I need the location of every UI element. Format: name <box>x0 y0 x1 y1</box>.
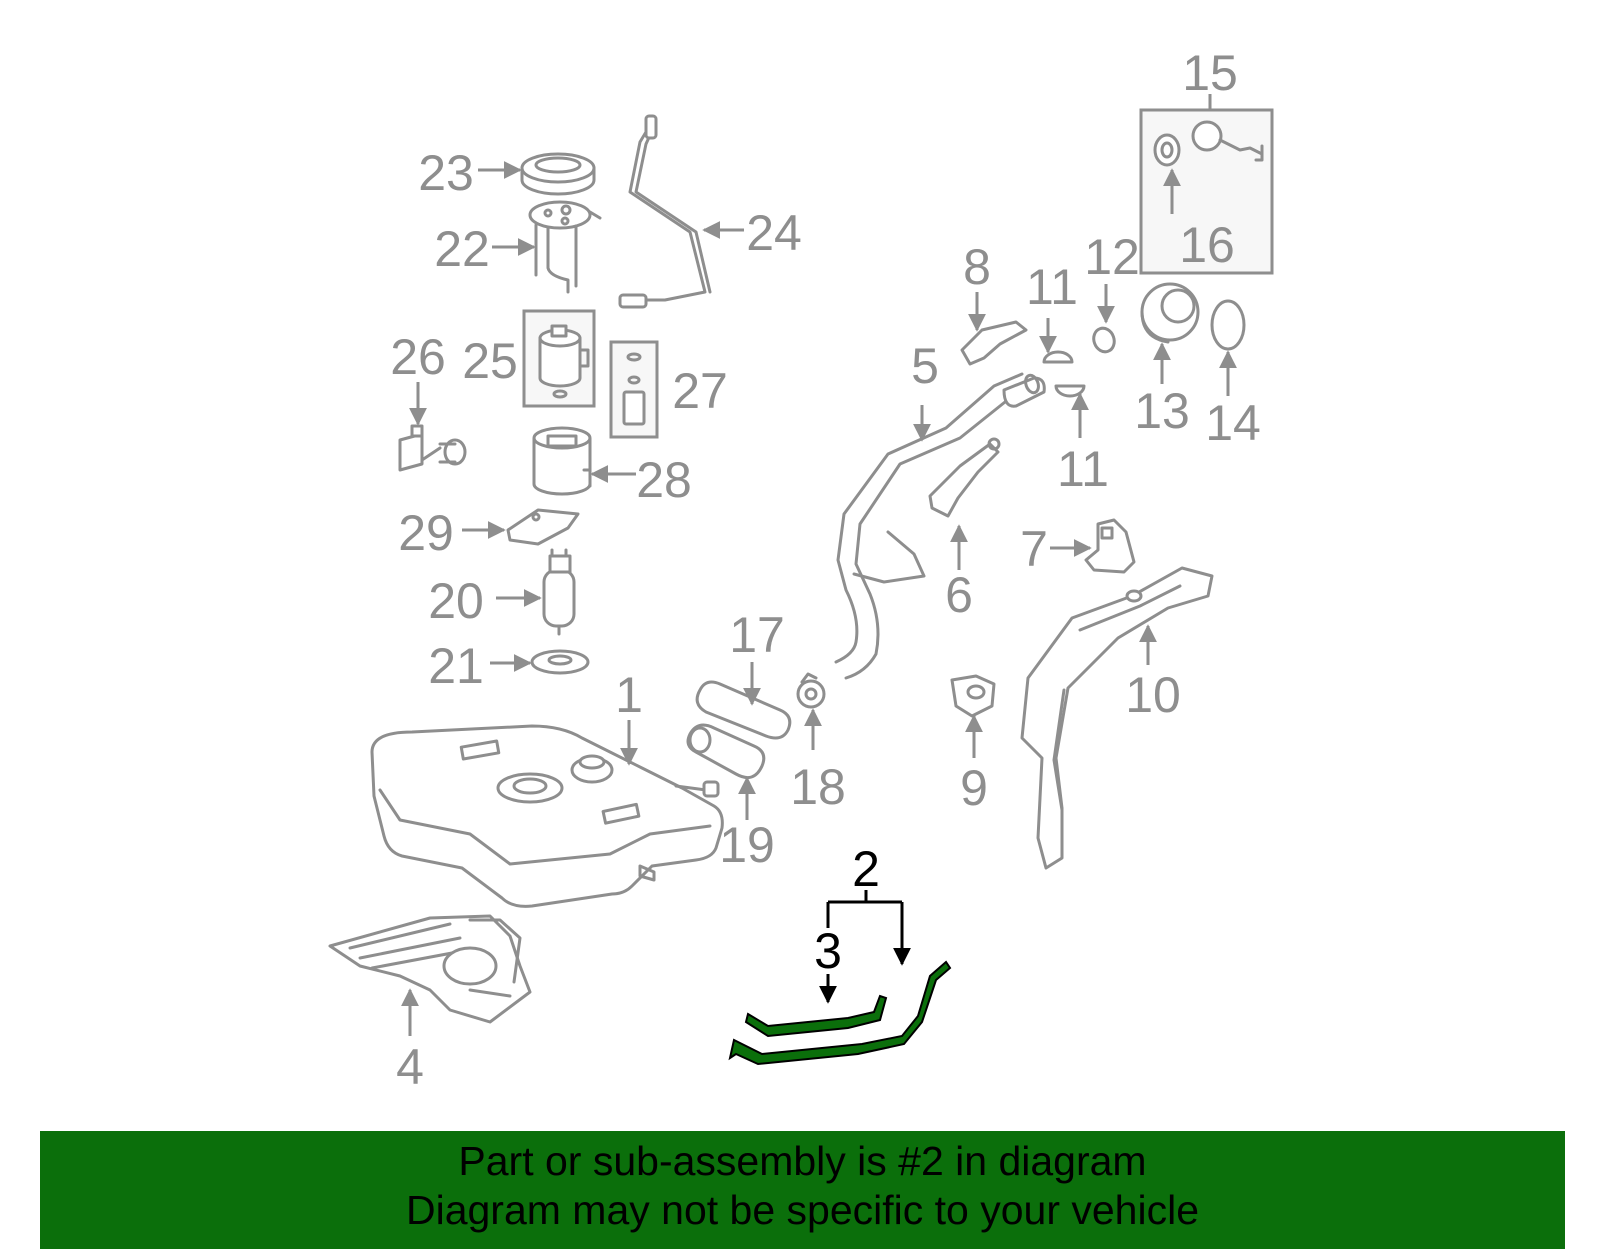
callout-4: 4 <box>396 1039 424 1095</box>
callout-22: 22 <box>434 221 490 277</box>
callout-11-top: 11 <box>1026 259 1078 315</box>
part-3-tank-strap[interactable] <box>744 994 888 1038</box>
callout-12: 12 <box>1084 229 1140 285</box>
part-11-grommet[interactable] <box>1042 350 1086 398</box>
callout-25: 25 <box>462 333 518 389</box>
part-23-lock-ring[interactable] <box>520 152 596 196</box>
part-4-protector[interactable] <box>328 914 532 1024</box>
callout-20: 20 <box>428 573 484 629</box>
part-29-plate[interactable] <box>506 508 580 546</box>
part-6-bracket[interactable] <box>928 437 1001 518</box>
banner-part-note: Part or sub-assembly is #2 in diagram <box>458 1138 1147 1184</box>
callout-28: 28 <box>636 452 692 508</box>
part-12-o-ring[interactable] <box>1090 325 1117 354</box>
callout-24: 24 <box>746 205 802 261</box>
callout-19: 19 <box>719 817 775 873</box>
callout-18: 18 <box>790 759 846 815</box>
callout-1: 1 <box>615 667 643 723</box>
part-19-hose[interactable] <box>686 723 766 780</box>
callout-3: 3 <box>814 923 842 979</box>
part-1-fuel-tank[interactable] <box>370 724 724 908</box>
part-14-gasket[interactable] <box>1210 299 1246 351</box>
part-25-fuel-filter[interactable] <box>522 309 596 408</box>
callout-26: 26 <box>390 329 446 385</box>
callout-17: 17 <box>729 607 785 663</box>
callout-23: 23 <box>418 145 474 201</box>
callout-10: 10 <box>1125 667 1181 723</box>
part-13-housing[interactable] <box>1140 282 1200 344</box>
callout-7: 7 <box>1020 521 1048 577</box>
callout-13: 13 <box>1134 383 1190 439</box>
callout-15: 15 <box>1182 45 1238 101</box>
part-21-washer[interactable] <box>530 649 590 675</box>
callout-11-bottom: 11 <box>1057 441 1109 497</box>
callout-5: 5 <box>911 338 939 394</box>
part-5-filler-pipe[interactable] <box>834 372 1046 680</box>
part-20-fuel-pump[interactable] <box>542 548 576 636</box>
callout-2: 2 <box>852 841 880 897</box>
part-28-reservoir[interactable] <box>532 426 592 496</box>
callout-27: 27 <box>672 363 728 419</box>
callout-29: 29 <box>398 505 454 561</box>
leader-lines <box>401 94 1237 1036</box>
part-2-tank-strap[interactable] <box>728 960 952 1066</box>
part-26-sender[interactable] <box>398 424 467 472</box>
callout-21: 21 <box>428 638 484 694</box>
part-24-fuel-line[interactable] <box>618 114 712 309</box>
part-8-bracket[interactable] <box>960 320 1028 366</box>
callout-6: 6 <box>945 567 973 623</box>
part-10-heat-shield[interactable] <box>1020 566 1214 870</box>
part-7-bracket[interactable] <box>1084 518 1136 574</box>
callout-9: 9 <box>960 760 988 816</box>
callout-16: 16 <box>1179 217 1235 273</box>
part-27-regulator-kit[interactable] <box>609 340 659 439</box>
part-18-clamp[interactable] <box>796 672 826 709</box>
callout-8: 8 <box>963 239 991 295</box>
callout-14: 14 <box>1205 395 1261 451</box>
part-22-pump-bracket[interactable] <box>528 200 602 294</box>
part-17-hose[interactable] <box>695 680 792 740</box>
part-15-cap-assembly[interactable] <box>1139 108 1274 275</box>
info-banner: Part or sub-assembly is #2 in diagram Di… <box>40 1131 1565 1249</box>
banner-disclaimer: Diagram may not be specific to your vehi… <box>405 1187 1199 1233</box>
callout-numbers: 1 2 3 4 5 6 7 8 9 10 11 11 12 13 14 15 1… <box>390 45 1261 1095</box>
part-9-bracket[interactable] <box>950 674 996 718</box>
